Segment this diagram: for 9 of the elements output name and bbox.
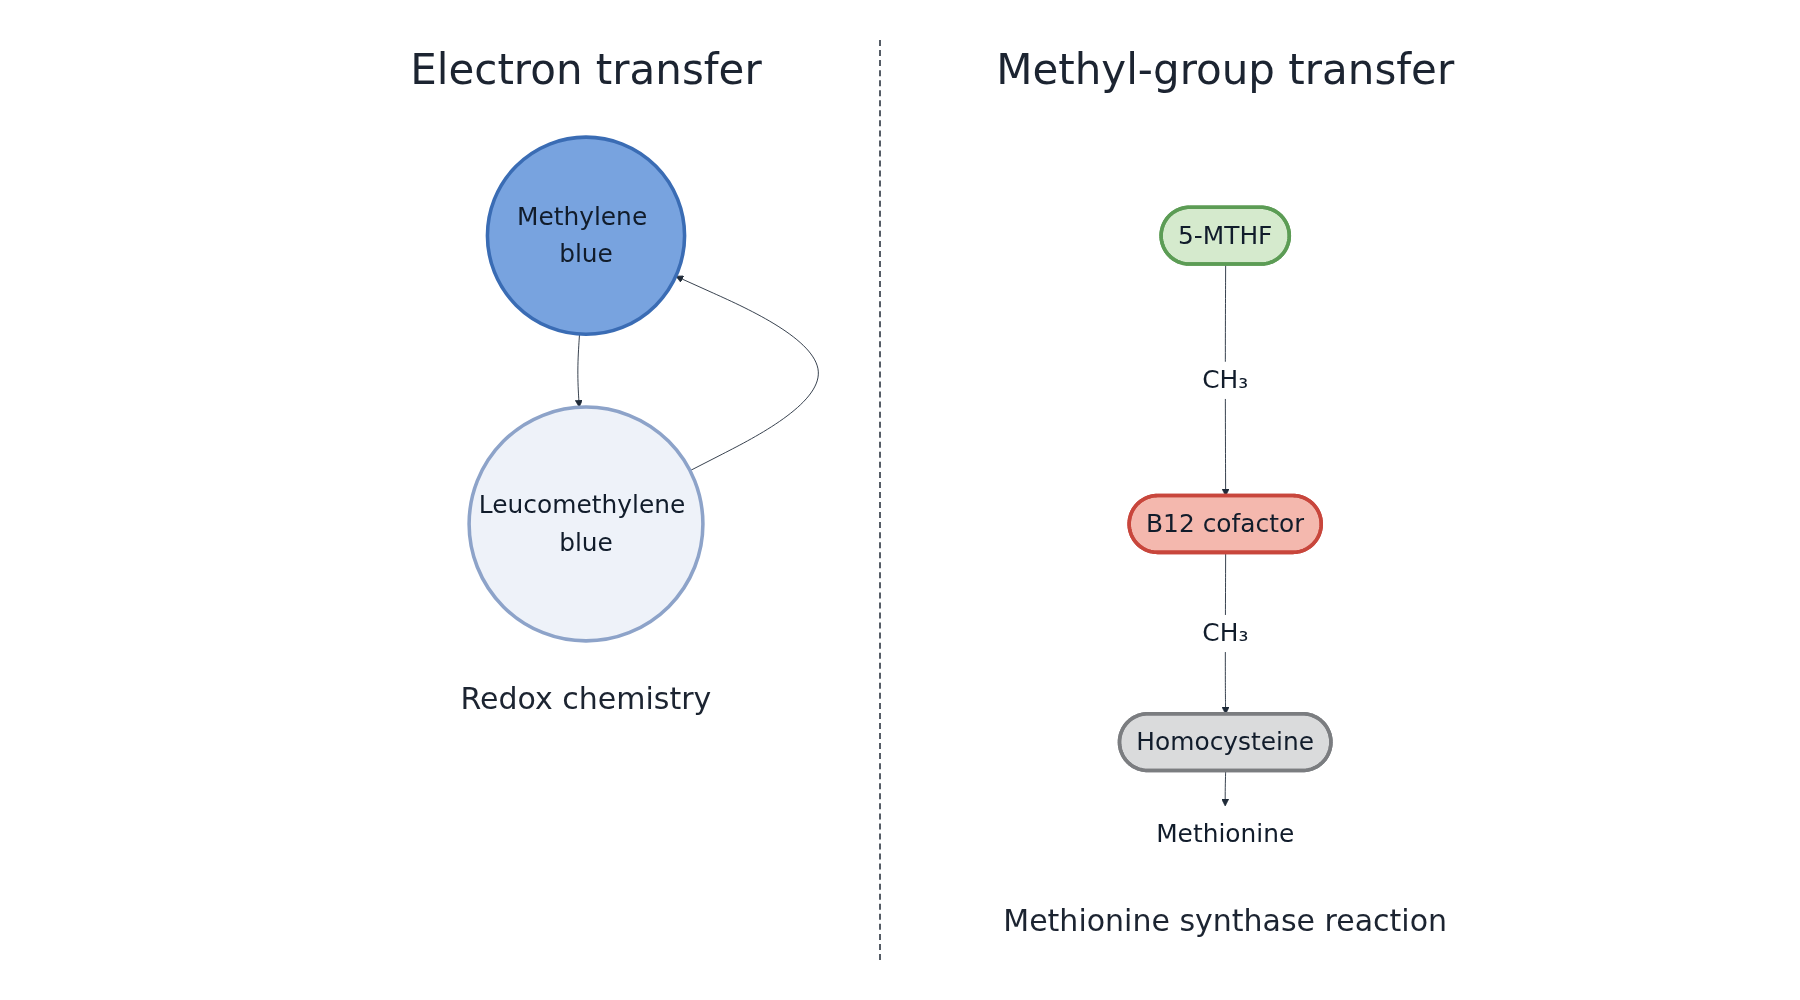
node-circle: Leucomethylene blue [467, 405, 705, 643]
section-heading: Electron transfer [410, 45, 762, 94]
node-text: Methionine [1156, 819, 1295, 849]
node-circle: Methylene blue [485, 135, 687, 337]
edge-label: CH₃ [1202, 618, 1249, 648]
section-heading: Methyl-group transfer [996, 45, 1455, 94]
section-caption: Redox chemistry [460, 680, 712, 716]
section-caption: Methionine synthase reaction [1003, 902, 1448, 938]
edge-label: CH₃ [1202, 365, 1249, 395]
